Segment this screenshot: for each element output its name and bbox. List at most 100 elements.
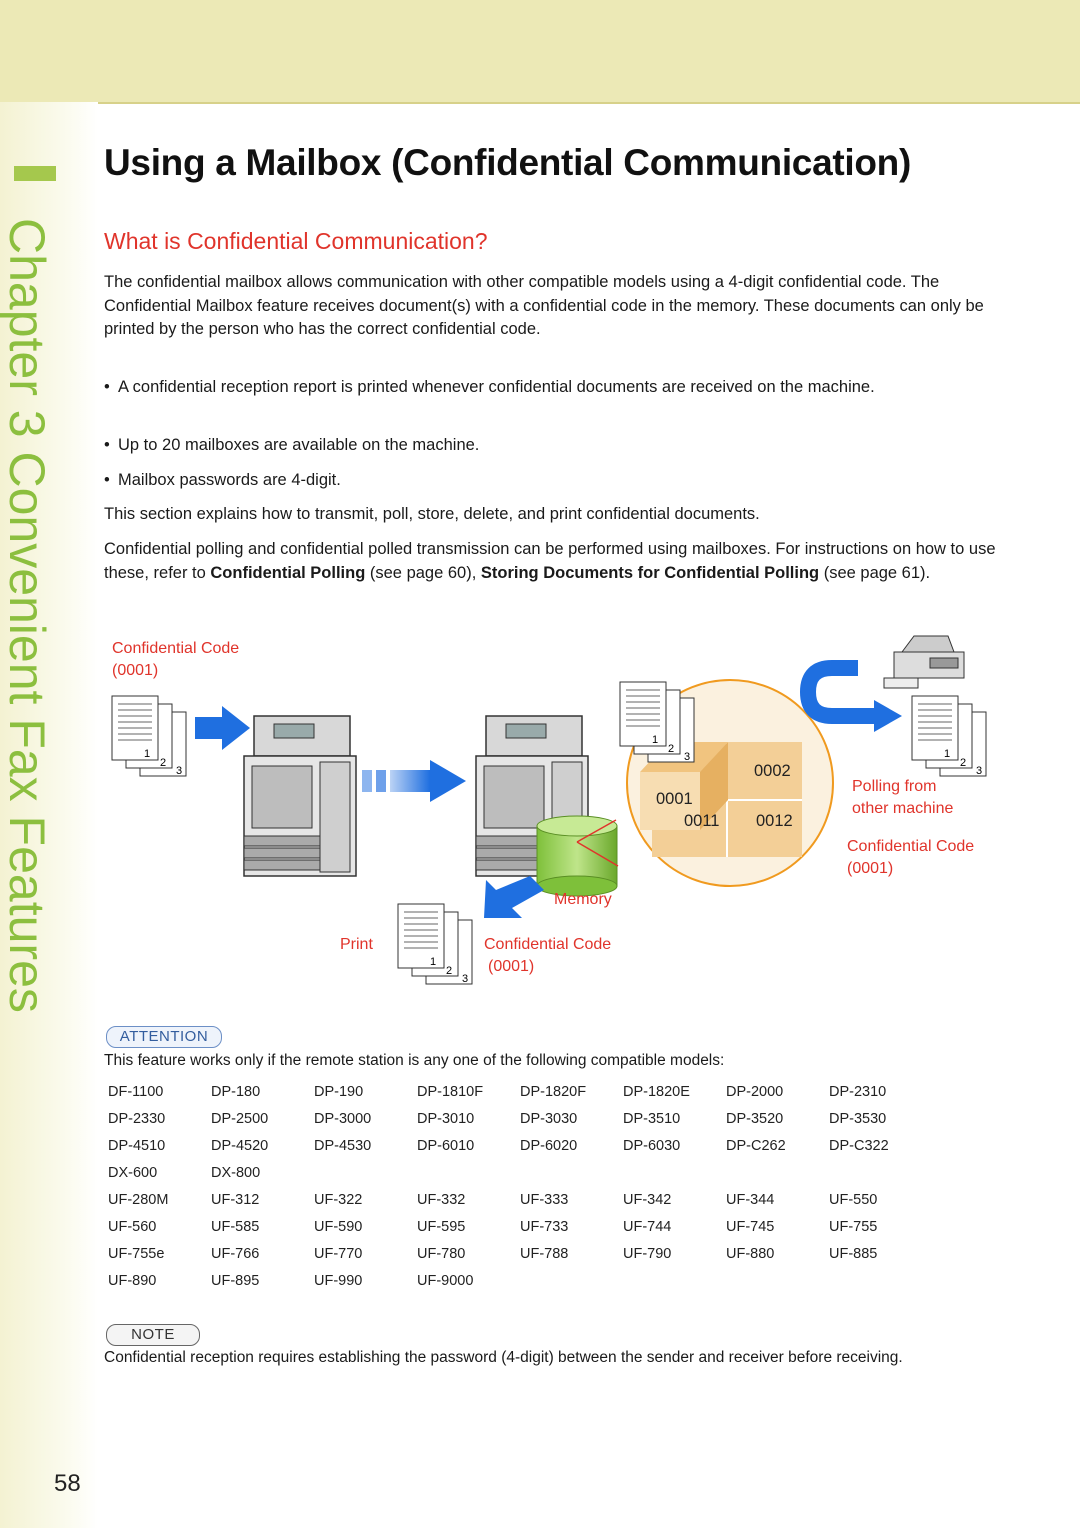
model-cell: DP-6020 [520,1138,578,1154]
page-number-label: 2 [160,757,166,769]
model-cell: DP-2310 [829,1084,887,1100]
page-number-label: 3 [462,973,468,985]
model-cell: DP-3530 [829,1111,887,1127]
bullet-text: A confidential reception report is print… [118,378,875,396]
model-row: UF-890 UF-895 UF-990 UF-9000 [108,1273,968,1300]
page-number-label: 2 [960,757,966,769]
model-row: DP-4510 DP-4520 DP-4530 DP-6010 DP-6020 DP-60… [108,1138,968,1165]
mailbox-0002-label: 0002 [754,762,791,780]
bullet-dot: • [104,436,110,454]
model-cell: DP-2000 [726,1084,784,1100]
model-cell: DP-2500 [211,1111,269,1127]
model-cell: UF-780 [417,1246,466,1262]
mailbox-0012-label: 0012 [756,812,793,830]
model-cell: DP-3510 [623,1111,681,1127]
model-cell: DP-1810F [417,1084,484,1100]
page-number-label: 1 [430,956,436,968]
model-cell: DF-1100 [108,1084,164,1100]
page-number: 58 [54,1470,81,1497]
model-cell: DP-3000 [314,1111,372,1127]
remote-fax-machine-icon [883,635,965,689]
page-number-label: 1 [652,734,658,746]
section-heading: What is Confidential Communication? [104,228,488,254]
left-code-value: (0001) [112,662,159,679]
model-cell: DP-4510 [108,1138,166,1154]
polling-paragraph: Confidential polling and confidential po… [104,538,1004,585]
bullet-dot: • [104,378,110,396]
page-number-label: 3 [976,765,982,777]
model-cell: UF-755e [108,1246,165,1262]
model-cell: UF-744 [623,1219,672,1235]
send-arrow-icon [195,706,250,750]
memory-label: Memory [554,891,612,908]
page-number-label: 2 [446,965,452,977]
model-cell: DP-190 [314,1084,364,1100]
polling-uturn-arrow-icon [799,660,902,732]
note-badge: NOTE [106,1324,200,1346]
model-cell: DP-6030 [623,1138,681,1154]
model-cell: DP-1820F [520,1084,587,1100]
model-cell: DP-3010 [417,1111,475,1127]
print-label: Print [340,936,373,953]
model-cell: UF-344 [726,1192,775,1208]
received-documents-icon: 1 2 3 [619,681,695,763]
model-cell: UF-9000 [417,1273,474,1289]
model-cell: DP-3520 [726,1111,784,1127]
model-cell: DP-4520 [211,1138,269,1154]
memory-cylinder-icon [536,815,619,897]
side-band [0,102,98,1528]
polling-text-part: (see page 61). [819,563,931,582]
model-cell: UF-745 [726,1219,775,1235]
model-cell: UF-766 [211,1246,260,1262]
page-number-label: 1 [144,748,150,760]
confidential-polling-ref: Confidential Polling [210,563,366,582]
section-explanation: This section explains how to transmit, p… [104,505,760,523]
bullet-text: Up to 20 mailboxes are available on the … [118,436,480,454]
intro-paragraph: The confidential mailbox allows communic… [104,273,984,338]
confidential-communication-diagram: 1 2 3 1 2 3 [111,635,987,985]
model-cell: UF-880 [726,1246,775,1262]
transfer-arrow-icon [362,760,466,802]
model-row: DF-1100 DP-180 DP-190 DP-1810F DP-1820F DP-18… [108,1084,968,1111]
model-cell: UF-895 [211,1273,260,1289]
model-cell: DP-180 [211,1084,261,1100]
model-cell: DX-600 [108,1165,158,1181]
model-cell: UF-590 [314,1219,363,1235]
model-cell: UF-332 [417,1192,466,1208]
model-cell: UF-550 [829,1192,878,1208]
model-cell: DP-2330 [108,1111,166,1127]
model-cell: UF-770 [314,1246,363,1262]
model-cell: UF-280M [108,1192,169,1208]
page-title: Using a Mailbox (Confidential Communicat… [104,142,911,183]
page-number-label: 3 [684,751,690,763]
bottom-code-label: Confidential Code [484,936,612,953]
sender-copier-icon [243,715,357,877]
printed-documents-icon: 1 2 3 [397,903,473,985]
model-cell: UF-342 [623,1192,672,1208]
model-cell: UF-755 [829,1219,878,1235]
model-cell: UF-788 [520,1246,569,1262]
model-row: UF-755e UF-766 UF-770 UF-780 UF-788 UF-790 UF-… [108,1246,968,1273]
model-cell: UF-790 [623,1246,672,1262]
model-cell: UF-885 [829,1246,878,1262]
polling-text-part: (see page 60), [365,563,481,582]
model-cell: UF-333 [520,1192,569,1208]
right-code-value: (0001) [847,860,894,877]
mailbox-0011-label: 0011 [684,812,720,830]
model-cell: DP-3030 [520,1111,578,1127]
chapter-tab-marker [14,166,56,181]
attention-text: This feature works only if the remote st… [104,1052,725,1069]
model-cell: DP-C322 [829,1138,889,1154]
storing-documents-ref: Storing Documents for Confidential Polli… [480,563,820,582]
model-cell: DP-1820E [623,1084,690,1100]
top-band [0,0,1080,104]
model-cell: UF-585 [211,1219,260,1235]
model-cell: DP-4530 [314,1138,372,1154]
bullet-dot: • [104,471,110,489]
model-cell: DP-6010 [417,1138,475,1154]
model-cell: DP-C262 [726,1138,786,1154]
model-cell: UF-990 [314,1273,363,1289]
model-cell: UF-890 [108,1273,157,1289]
